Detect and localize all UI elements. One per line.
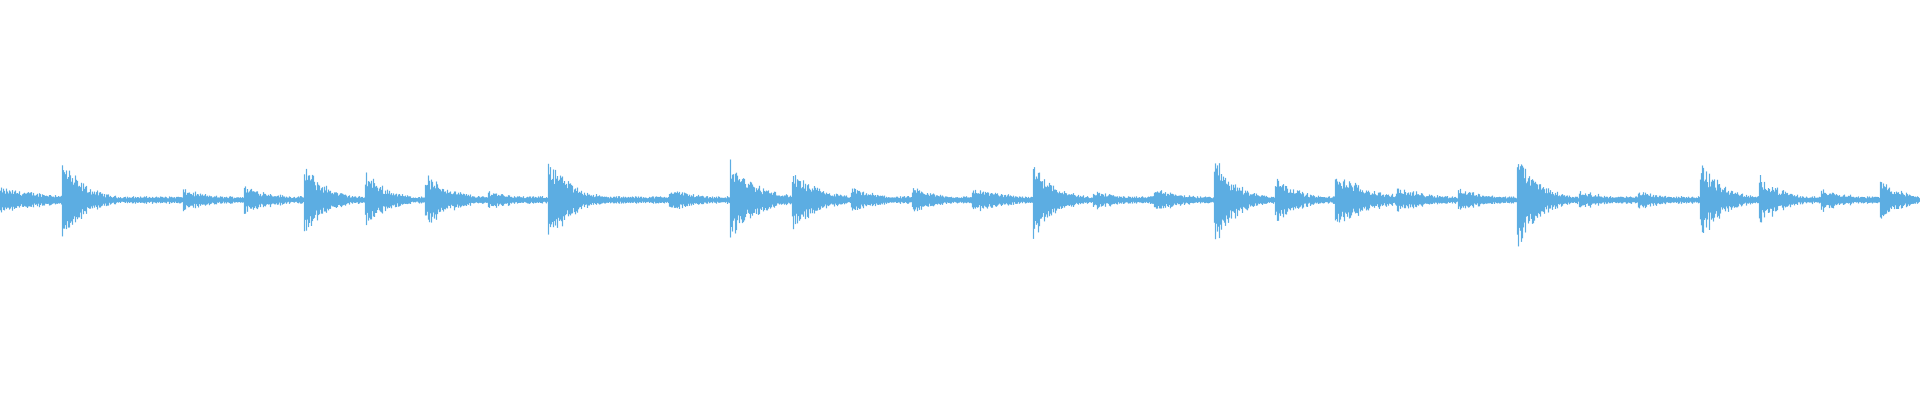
waveform-bars	[0, 159, 1920, 247]
